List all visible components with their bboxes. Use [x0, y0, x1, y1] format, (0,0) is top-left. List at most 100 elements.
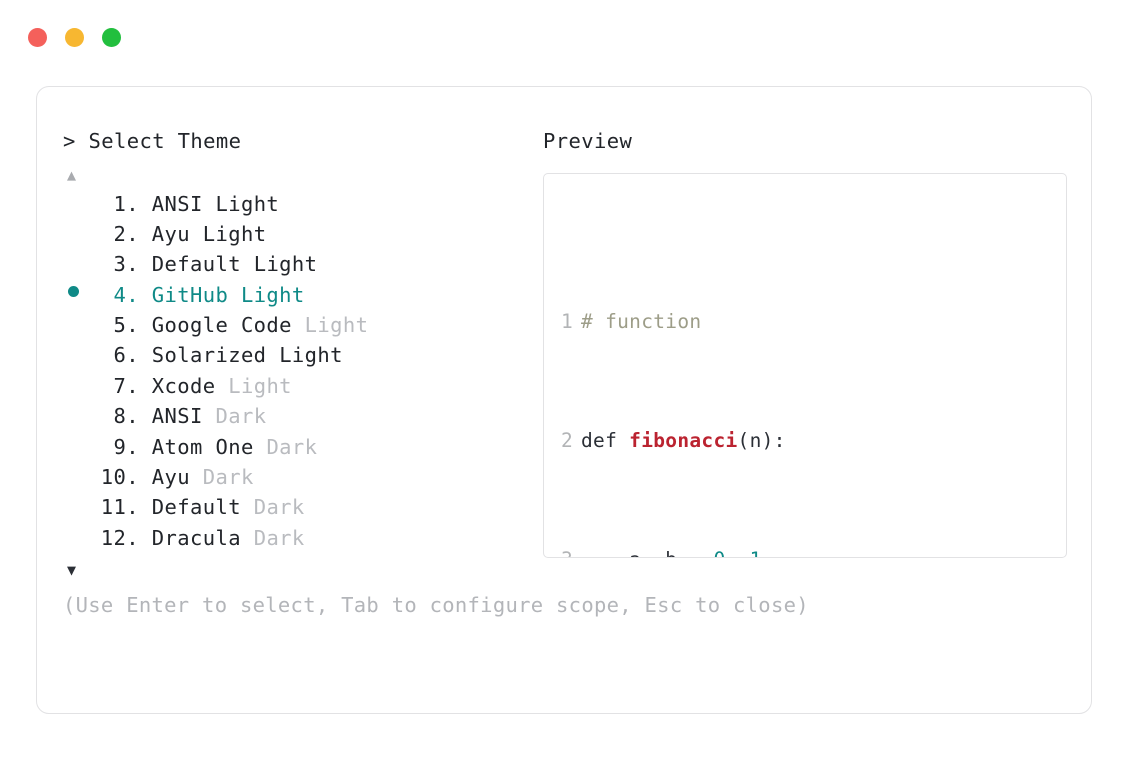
code-token-plain: a, b = [581, 548, 713, 556]
list-item-label: Default [151, 252, 241, 277]
keyboard-hint: (Use Enter to select, Tab to configure s… [63, 593, 809, 617]
list-item-gap [139, 283, 152, 307]
maximize-window-button[interactable] [102, 28, 121, 47]
theme-list: 1. ANSI Light 2. Ayu Light 3. [63, 192, 533, 557]
list-item-space [241, 252, 254, 276]
scroll-down-icon[interactable]: ▼ [67, 561, 77, 580]
list-item-space [190, 465, 203, 489]
list-item-gap [139, 435, 152, 459]
list-item-index: 7. [113, 373, 139, 398]
list-item-label: Default [151, 495, 241, 520]
list-item-label: ANSI [151, 191, 203, 216]
list-item-variant: Dark [253, 495, 305, 520]
code-line: 3 a, b = 0, 1 [544, 545, 1066, 556]
code-token-number: 1 [750, 548, 762, 556]
list-item[interactable]: 11. Default Dark [63, 495, 533, 525]
list-item[interactable]: 9. Atom One Dark [63, 435, 533, 465]
list-item[interactable]: 7. Xcode Light [63, 374, 533, 404]
code-line: 1 # function [544, 307, 1066, 337]
list-item-label: Xcode [151, 373, 216, 398]
list-item-index: 2. [113, 221, 139, 246]
list-item-variant: Dark [266, 434, 318, 459]
list-item-gap [139, 252, 152, 276]
list-item-index: 3. [113, 252, 139, 277]
list-item-space [254, 435, 267, 459]
list-item-variant: Light [240, 282, 305, 307]
list-item-label: Atom One [151, 434, 254, 459]
code-token-punct: (n): [737, 429, 786, 453]
code-token-plain: , [726, 548, 750, 556]
list-item[interactable]: 10. Ayu Dark [63, 465, 533, 495]
list-item-variant: Dark [215, 404, 267, 429]
list-item-variant: Light [304, 313, 369, 338]
list-item-index: 5. [113, 313, 139, 338]
line-number: 3 [561, 545, 573, 556]
list-item-gap [139, 465, 152, 489]
line-number: 2 [561, 429, 574, 453]
close-window-button[interactable] [28, 28, 47, 47]
list-item-index: 12. [100, 525, 139, 550]
list-item-index: 1. [113, 191, 139, 216]
list-item-variant: Light [253, 252, 318, 277]
window-traffic-lights [28, 28, 121, 47]
list-item-index: 10. [100, 465, 139, 490]
code-token-number: 0 [713, 548, 725, 556]
list-item[interactable]: 6. Solarized Light [63, 343, 533, 373]
code-token-function: fibonacci [629, 429, 738, 453]
list-item-label: GitHub [151, 282, 229, 307]
list-item-variant: Light [228, 373, 292, 398]
list-item-index: 6. [113, 343, 139, 368]
list-item-index: 11. [100, 495, 139, 520]
list-item-index: 9. [113, 434, 139, 459]
list-item-gap [139, 222, 152, 246]
list-item-label: Ayu [151, 221, 190, 246]
theme-selector-column: > Select Theme ▲ 1. ANSI Light 2. Ayu [63, 131, 533, 580]
list-item-gap [139, 192, 152, 216]
line-number: 1 [561, 309, 574, 333]
list-item-gap [139, 404, 152, 428]
list-item-variant: Dark [202, 465, 254, 490]
list-item-index: 4. [113, 282, 139, 307]
scroll-up-icon[interactable]: ▲ [67, 165, 77, 184]
list-item-variant: Light [202, 221, 267, 246]
selected-bullet-icon [68, 286, 79, 298]
list-item[interactable]: 8. ANSI Dark [63, 404, 533, 434]
list-item-space [215, 374, 228, 398]
list-item-space [228, 283, 241, 307]
list-item[interactable]: 5. Google Code Light [63, 313, 533, 343]
list-item-space [190, 222, 203, 246]
list-item-gap [139, 495, 152, 519]
list-item-space [203, 404, 216, 428]
list-item-index: 8. [113, 404, 139, 429]
theme-selector-card: > Select Theme ▲ 1. ANSI Light 2. Ayu [36, 86, 1092, 714]
minimize-window-button[interactable] [65, 28, 84, 47]
list-item-selected[interactable]: 4. GitHub Light [63, 283, 533, 313]
list-item-space [241, 495, 254, 519]
list-item-gap [139, 343, 152, 367]
list-item[interactable]: 1. ANSI Light [63, 192, 533, 222]
list-item-space [266, 343, 279, 367]
list-item-label: Solarized [151, 343, 267, 368]
list-item-space [241, 526, 254, 550]
list-item[interactable]: 3. Default Light [63, 252, 533, 282]
list-item-gap [139, 374, 152, 398]
list-item-label: Ayu [151, 465, 190, 490]
list-item-variant: Dark [253, 525, 305, 550]
list-item-gap [139, 526, 152, 550]
page-title: > Select Theme [63, 129, 242, 153]
list-item-variant: Light [279, 343, 343, 368]
list-item-label: Dracula [151, 525, 241, 550]
list-item-space [292, 313, 305, 337]
list-item[interactable]: 12. Dracula Dark [63, 526, 533, 556]
list-item[interactable]: 2. Ayu Light [63, 222, 533, 252]
preview-label: Preview [543, 129, 633, 153]
list-item-space [203, 192, 216, 216]
code-token-comment: # function [581, 309, 702, 333]
list-item-gap [139, 313, 152, 337]
list-item-label: Google Code [151, 313, 292, 338]
list-item-label: ANSI [151, 404, 203, 429]
